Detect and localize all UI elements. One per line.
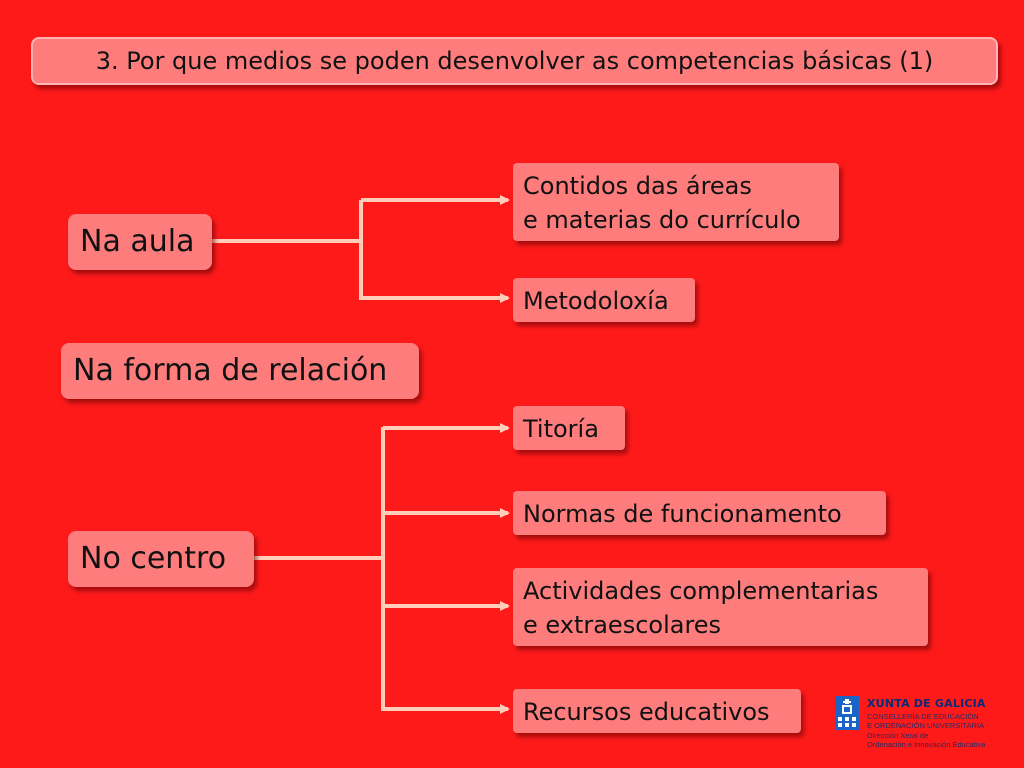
item-actividades: Actividades complementarias e extraescol… xyxy=(513,568,928,646)
category-na-aula: Na aula xyxy=(68,214,212,270)
slide-title: 3. Por que medios se poden desenvolver a… xyxy=(31,37,998,85)
galicia-shield-icon xyxy=(835,696,859,730)
logo-line3: Dirección Xeral de xyxy=(867,731,929,740)
item-metodoloxia: Metodoloxía xyxy=(513,278,695,322)
category-na-forma-de-relacion: Na forma de relación xyxy=(61,343,419,399)
item-normas-label: Normas de funcionamento xyxy=(523,500,842,528)
item-contidos-line2: e materias do currículo xyxy=(523,206,801,234)
item-normas: Normas de funcionamento xyxy=(513,491,886,535)
logo-line4: Ordenación e Innovación Educativa xyxy=(867,740,986,749)
category-no-centro-label: No centro xyxy=(80,541,227,576)
category-na-forma-label: Na forma de relación xyxy=(73,353,388,388)
item-contidos: Contidos das áreas e materias do currícu… xyxy=(513,163,839,241)
item-actividades-line2: e extraescolares xyxy=(523,611,722,639)
logo-name: XUNTA DE GALICIA xyxy=(867,697,986,710)
item-recursos-label: Recursos educativos xyxy=(523,698,770,726)
slide-title-text: 3. Por que medios se poden desenvolver a… xyxy=(95,47,934,75)
xunta-logo: XUNTA DE GALICIA CONSELLERÍA DE EDUCACIÓ… xyxy=(835,696,995,752)
item-contidos-line1: Contidos das áreas xyxy=(523,172,752,200)
logo-line2: E ORDENACIÓN UNIVERSITARIA xyxy=(867,721,984,730)
logo-line1: CONSELLERÍA DE EDUCACIÓN xyxy=(867,712,979,721)
item-titoria-label: Titoría xyxy=(523,415,599,443)
item-metodoloxia-label: Metodoloxía xyxy=(523,287,669,315)
item-titoria: Titoría xyxy=(513,406,625,450)
category-na-aula-label: Na aula xyxy=(80,224,195,259)
category-no-centro: No centro xyxy=(68,531,254,587)
item-actividades-line1: Actividades complementarias xyxy=(523,577,879,605)
item-recursos: Recursos educativos xyxy=(513,689,801,733)
